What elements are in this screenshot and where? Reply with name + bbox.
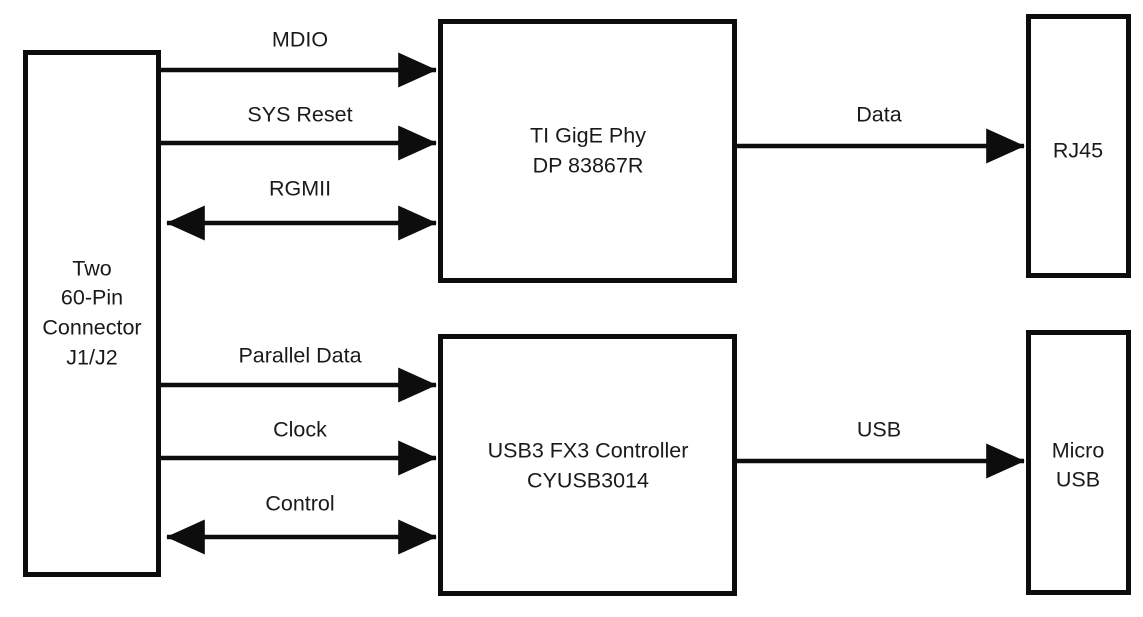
connection-rgmii-label: RGMII [269,177,331,201]
block-gige-phy: TI GigE Phy DP 83867R [438,19,737,283]
block-gige-phy-label-line-1: TI GigE Phy [530,124,646,148]
block-micro-usb-label-line-2: USB [1056,468,1100,492]
connection-clock: Clock [161,418,437,476]
block-usb3-controller-label-line-2: CYUSB3014 [527,469,649,493]
block-usb3-controller-label-line-1: USB3 FX3 Controller [488,439,689,463]
block-connector-label-line-2: 60-Pin [61,286,123,310]
connection-sys-reset: SYS Reset [161,103,437,161]
block-micro-usb: Micro USB [1026,330,1131,595]
connection-rgmii: RGMII [166,177,437,241]
block-connector-label-line-4: J1/J2 [66,346,117,370]
block-usb3-controller-box [438,334,737,596]
connection-mdio: MDIO [161,28,437,88]
block-micro-usb-label-line-1: Micro [1052,439,1105,463]
block-usb3-controller: USB3 FX3 Controller CYUSB3014 [438,334,737,596]
block-gige-phy-label-line-2: DP 83867R [533,154,644,178]
connection-clock-label: Clock [273,418,327,442]
connection-parallel-data-label: Parallel Data [238,344,361,368]
connection-data-label: Data [856,103,901,127]
block-rj45: RJ45 [1026,14,1131,278]
connection-data: Data [735,103,1025,164]
block-connector-label-line-1: Two [72,257,111,281]
connection-control: Control [166,492,437,555]
connection-parallel-data: Parallel Data [161,344,437,403]
block-micro-usb-box [1026,330,1131,595]
connection-mdio-label: MDIO [272,28,328,52]
block-connector-box [23,50,161,577]
connection-usb-label: USB [857,418,901,442]
block-rj45-label: RJ45 [1053,139,1103,163]
block-rj45-box [1026,14,1131,278]
block-gige-phy-box [438,19,737,283]
connection-sys-reset-label: SYS Reset [247,103,352,127]
connection-control-label: Control [265,492,334,516]
connection-usb: USB [735,418,1025,479]
block-connector-label-line-3: Connector [42,316,141,340]
block-connector: Two 60-Pin Connector J1/J2 [23,50,161,577]
